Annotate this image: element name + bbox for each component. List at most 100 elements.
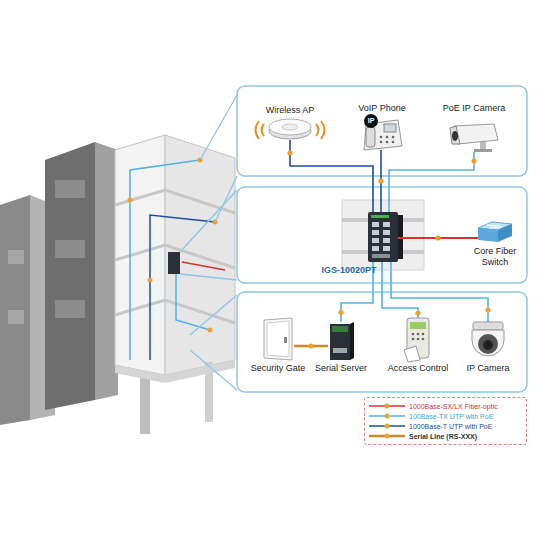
camera-hood [450,126,460,144]
dome-lens [483,340,493,350]
camera-mount [480,142,486,150]
serial-server-icon [330,324,350,360]
node-label: IP Camera [467,363,510,374]
leader-line [190,295,237,335]
node-label: VoIP Phone [358,103,405,114]
junction-dot [435,235,440,240]
building-face [115,135,165,375]
legend-dot [385,404,390,409]
core-switch-arrow [489,227,502,228]
ap-icon [269,119,311,135]
legend-text: 1000Base-SX/LX Fiber-optic [409,402,498,411]
node-label: Security Gate [251,363,306,374]
core-switch-icon [478,228,498,242]
dome-bubble [478,334,498,354]
floor-slab [115,190,235,213]
building-block [45,142,95,410]
building-window [55,300,85,318]
access-key [412,338,415,341]
ap-icon [282,124,298,130]
wifi-wave [321,121,325,139]
building-base [115,360,235,383]
switch-port [383,222,390,227]
switch-icon [368,212,398,262]
switch-led [371,215,389,218]
industrial-switch: IGS-10020PT [368,212,398,262]
wifi-wave [256,121,260,139]
leader-line [180,274,237,280]
node-label: PoE IP Camera [443,103,505,114]
access-key [417,333,420,336]
switch-port [383,230,390,235]
wifi-wave [316,124,319,136]
access-control: Access Control [405,318,431,362]
phone-key [392,141,395,144]
node-label: IGS-10020PT [321,265,376,276]
switch-port [383,246,390,251]
legend-text: Serial Line (RS-XXX) [409,432,477,441]
network-link [290,140,373,212]
junction-dot [485,307,490,312]
building-window [55,240,85,258]
switch-fin [398,215,403,259]
poe-camera: PoE IP Camera [448,122,500,152]
access-lcd [410,322,426,329]
node-label: Access Control [388,363,449,374]
junction-dot [338,310,343,315]
building-block [0,195,30,425]
switch-port [372,222,379,227]
building-cable [150,215,215,360]
core-fiber-switch: Core Fiber Switch [478,222,512,242]
cable-dot [128,198,133,203]
dome-camera-icon [473,322,503,330]
switch-port [372,254,390,258]
junction-dot [308,343,313,348]
camera-lens [452,131,458,141]
phone-key [380,141,383,144]
camera-mount [474,149,492,152]
wifi-wave [262,124,265,136]
switch-port [372,246,379,251]
switch-port [372,230,379,235]
dome-camera-icon [472,330,504,356]
node-label: Serial Server [315,363,367,374]
door-handle [284,337,287,343]
access-key [412,333,415,336]
serial-server-icon [350,322,354,360]
legend-text: 100Base-TX UTP with PoE [409,412,493,421]
cable-dot [208,328,213,333]
legend-text: 1000Base-T UTP with PoE [409,422,492,431]
ip-badge-text: IP [364,116,378,126]
legend-dot [385,434,390,439]
phone-screen [384,124,396,132]
building-cable [130,160,200,360]
building-window [8,310,24,324]
access-key [422,333,425,336]
phone-handset [366,127,375,147]
camera-body [454,124,498,144]
cable-dot [148,278,153,283]
core-switch-arrow [487,225,500,226]
junction-dot [378,178,383,183]
building-column [140,372,150,434]
security-gate: Security Gate [262,318,294,360]
legend-box: 1000Base-SX/LX Fiber-optic100Base-TX UTP… [364,397,527,445]
phone-key [392,136,395,139]
access-point: Wireless AP [268,118,312,140]
building-window [55,180,85,198]
legend-line [369,422,405,430]
leader-line [200,95,237,160]
network-link [382,262,418,318]
legend-line [369,412,405,420]
serial-port [333,348,347,353]
legend-dot [385,424,390,429]
network-link [391,262,488,322]
node-label: Wireless AP [266,105,315,116]
network-link [389,152,474,212]
switch-port [372,238,379,243]
access-key [417,338,420,341]
ip-camera: IP Camera [470,322,506,362]
legend-dot [385,414,390,419]
legend-line [369,402,405,410]
phone-key [386,141,389,144]
